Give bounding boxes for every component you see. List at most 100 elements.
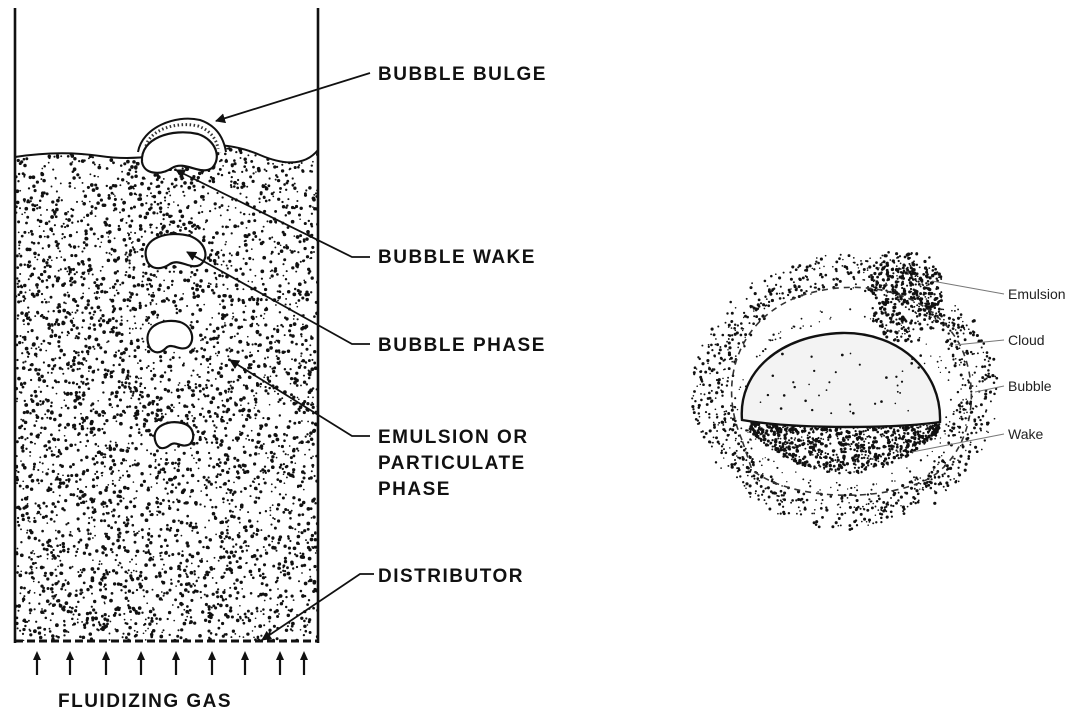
particle-dot	[156, 510, 158, 512]
particle-dot	[44, 609, 47, 612]
particle-dot	[147, 502, 151, 506]
particle-dot	[237, 379, 239, 381]
emulsion-dot	[733, 452, 736, 455]
bubble-second	[146, 234, 206, 268]
particle-dot	[146, 195, 148, 197]
particle-dot	[42, 379, 46, 383]
particle-dot	[71, 607, 74, 610]
particle-dot	[277, 242, 280, 245]
particle-dot	[293, 381, 297, 385]
particle-dot	[285, 174, 288, 177]
particle-dot	[298, 151, 300, 153]
emulsion-dot	[958, 431, 960, 433]
particle-dot	[129, 296, 132, 299]
particle-dot	[305, 237, 308, 240]
particle-dot	[89, 533, 92, 536]
particle-dot	[276, 580, 278, 582]
emulsion-dot	[966, 324, 968, 326]
particle-dot	[165, 213, 169, 217]
particle-dot	[148, 558, 152, 562]
particle-dot	[145, 590, 148, 593]
particle-dot	[236, 440, 238, 442]
particle-dot	[165, 458, 168, 461]
particle-dot	[197, 565, 199, 567]
particle-dot	[281, 151, 283, 153]
particle-dot	[104, 601, 106, 603]
particle-dot	[236, 140, 238, 142]
particle-dot	[258, 434, 260, 436]
particle-dot	[110, 153, 112, 155]
particle-dot	[43, 258, 45, 260]
particle-dot	[129, 561, 131, 563]
particle-dot	[83, 493, 87, 497]
emulsion-dot	[710, 400, 713, 403]
particle-dot	[298, 398, 300, 400]
particle-dot	[19, 335, 21, 337]
particle-dot	[298, 513, 301, 516]
particle-dot	[85, 383, 88, 386]
particle-dot	[117, 503, 120, 506]
particle-dot	[132, 328, 134, 330]
particle-dot	[309, 569, 311, 571]
particle-dot	[169, 634, 171, 636]
particle-dot	[76, 326, 79, 329]
particle-dot	[37, 312, 40, 315]
particle-dot	[277, 542, 280, 545]
particle-dot	[31, 569, 33, 571]
emulsion-dot	[874, 279, 876, 281]
particle-dot	[105, 554, 108, 557]
particle-dot	[129, 186, 133, 190]
particle-dot	[206, 560, 208, 562]
particle-dot	[221, 363, 223, 365]
particle-dot	[304, 582, 308, 586]
particle-dot	[300, 352, 302, 354]
particle-dot	[87, 427, 89, 429]
emulsion-dot	[709, 373, 711, 375]
particle-dot	[277, 198, 280, 201]
particle-dot	[75, 550, 78, 553]
particle-dot	[50, 410, 53, 413]
particle-dot	[271, 491, 273, 493]
particle-dot	[228, 260, 231, 263]
particle-dot	[285, 206, 288, 209]
particle-dot	[300, 157, 303, 160]
particle-dot	[58, 485, 62, 489]
particle-dot	[58, 478, 61, 481]
particle-dot	[228, 468, 230, 470]
particle-dot	[101, 475, 103, 477]
particle-dot	[161, 591, 163, 593]
particle-dot	[269, 220, 272, 223]
particle-dot	[193, 621, 196, 624]
particle-dot	[60, 256, 62, 258]
particle-dot	[80, 502, 82, 504]
particle-dot	[90, 212, 93, 215]
particle-dot	[271, 251, 274, 254]
particle-dot	[45, 548, 48, 551]
particle-dot	[23, 284, 26, 287]
particle-dot	[303, 465, 306, 468]
particle-dot	[129, 375, 131, 377]
particle-dot	[207, 256, 211, 260]
particle-dot	[82, 470, 85, 473]
particle-dot	[186, 206, 189, 209]
emulsion-dot	[866, 521, 868, 523]
emulsion-dot	[755, 309, 757, 311]
particle-dot	[37, 290, 40, 293]
emulsion-dot	[890, 510, 893, 513]
particle-dot	[164, 196, 166, 198]
particle-dot	[133, 505, 136, 508]
particle-dot	[233, 162, 236, 165]
particle-dot	[308, 370, 310, 372]
particle-dot	[86, 378, 89, 381]
particle-dot	[109, 599, 113, 603]
particle-dot	[66, 423, 70, 427]
particle-dot	[17, 180, 19, 182]
particle-dot	[52, 549, 54, 551]
particle-dot	[112, 286, 115, 289]
particle-dot	[227, 519, 229, 521]
particle-dot	[111, 592, 114, 595]
particle-dot	[265, 549, 267, 551]
emulsion-dot	[778, 503, 781, 506]
emulsion-dot	[975, 432, 977, 434]
particle-dot	[199, 636, 201, 638]
